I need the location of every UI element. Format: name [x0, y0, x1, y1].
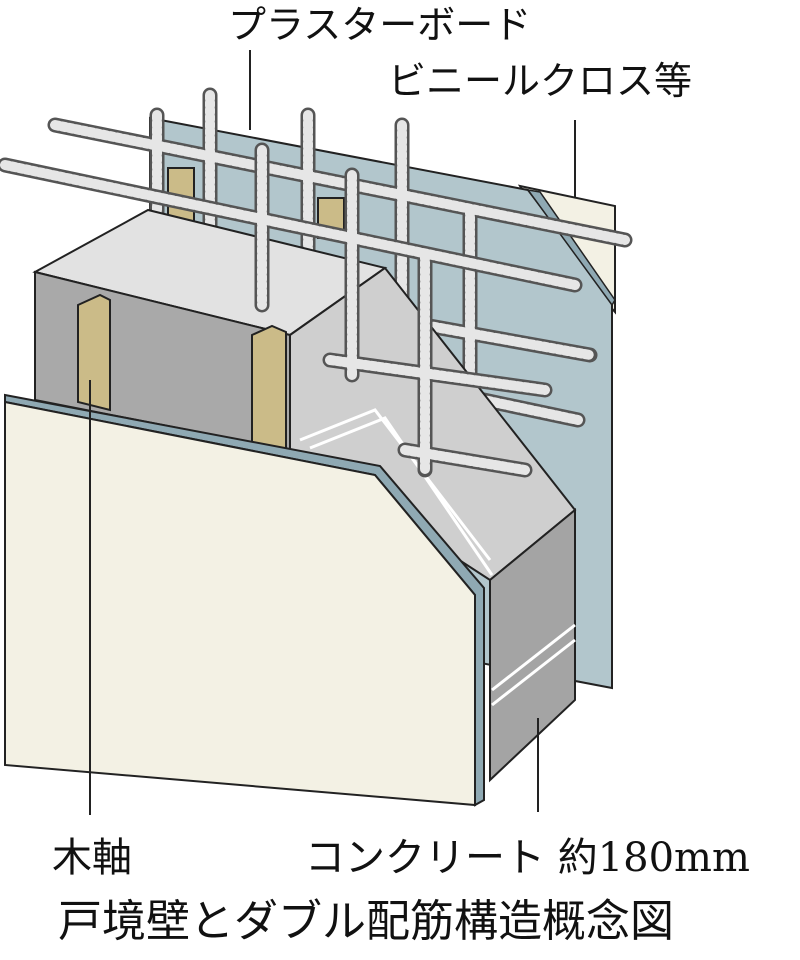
leader-lines: [89, 50, 576, 815]
concrete-cut-lines: [299, 408, 576, 707]
rebars-front: [0, 142, 583, 478]
diagram-caption: 戸境壁とダブル配筋構造概念図: [58, 896, 674, 947]
label-vinyl-cloth: ビニールクロス等: [388, 59, 693, 103]
concrete-end-face: [489, 507, 576, 783]
label-plasterboard: プラスターボード: [228, 3, 532, 47]
label-wood-frame: 木軸: [52, 835, 132, 881]
wood-stud-front-1: [77, 293, 111, 412]
wood-stud-front-2: [251, 324, 287, 452]
front-plasterboard: [4, 400, 476, 807]
label-concrete: コンクリート 約180mm: [305, 835, 750, 881]
